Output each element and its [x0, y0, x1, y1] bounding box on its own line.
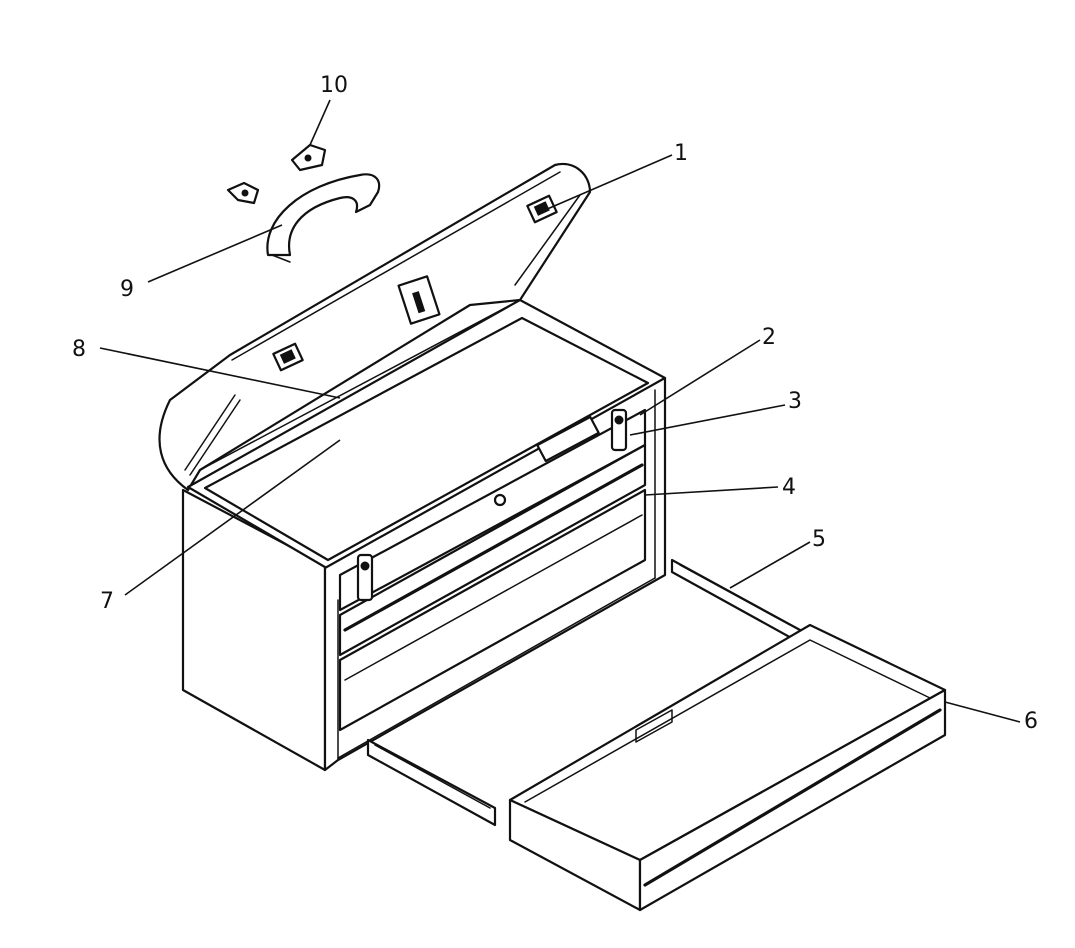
leader-2 — [639, 339, 761, 416]
front-latch-right — [610, 408, 628, 452]
callout-3: 3 — [788, 389, 802, 414]
leader-1 — [544, 154, 673, 211]
callout-10: 10 — [320, 73, 348, 98]
callout-9: 9 — [120, 277, 134, 302]
callout-4: 4 — [782, 475, 796, 500]
leader-6 — [944, 701, 1021, 723]
callout-2: 2 — [762, 325, 776, 350]
drawer-front-upper — [338, 443, 647, 657]
callout-labels: 1 2 3 4 5 6 7 8 9 10 — [72, 73, 1038, 734]
lid-latch-left — [272, 342, 304, 372]
leader-9 — [147, 224, 283, 283]
front-latch-left — [356, 553, 374, 602]
leader-7 — [124, 439, 341, 596]
callout-8: 8 — [72, 337, 86, 362]
leader-lines — [99, 99, 1021, 723]
handle — [266, 173, 381, 263]
handle-end-cap-upper — [290, 143, 327, 172]
lid-latch-right — [526, 194, 558, 224]
leader-4 — [644, 486, 779, 496]
drawer-slide-right — [670, 558, 802, 642]
drawer-front-lower — [338, 488, 647, 732]
leader-10 — [309, 99, 331, 146]
callout-7: 7 — [100, 589, 114, 614]
lid-hasp-center — [397, 275, 441, 325]
drawer-slide-left — [366, 738, 497, 827]
callout-1: 1 — [674, 141, 688, 166]
leader-5 — [729, 541, 811, 589]
callout-6: 6 — [1024, 709, 1038, 734]
handle-end-cap-lower — [226, 181, 260, 205]
lid — [158, 162, 592, 492]
drawer — [508, 623, 947, 912]
callout-5: 5 — [812, 527, 826, 552]
leader-8 — [99, 347, 341, 399]
leader-3 — [629, 404, 786, 436]
